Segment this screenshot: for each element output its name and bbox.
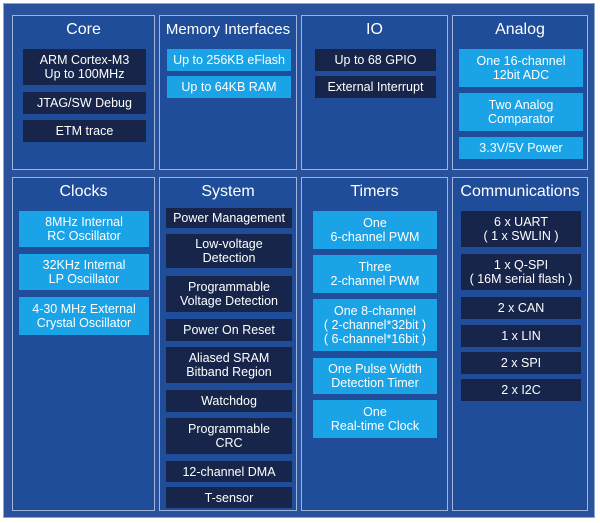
clocks-item-rc: 8MHz Internal RC Oscillator (19, 211, 149, 247)
clocks-panel: Clocks 8MHz Internal RC Oscillator 32KHz… (12, 177, 155, 511)
timers-item-6ch-pwm: One 6-channel PWM (313, 211, 437, 249)
memory-item-ram: Up to 64KB RAM (167, 76, 291, 98)
timers-item-pulse-width: One Pulse Width Detection Timer (313, 358, 437, 394)
memory-title: Memory Interfaces (165, 21, 291, 38)
analog-title: Analog (495, 21, 545, 38)
comms-item-spi: 2 x SPI (461, 352, 581, 374)
io-item-gpio: Up to 68 GPIO (315, 49, 436, 71)
io-title: IO (366, 21, 383, 38)
system-title: System (201, 183, 255, 200)
system-item-crc: Programmable CRC (166, 418, 292, 454)
analog-item-comparator: Two Analog Comparator (459, 93, 583, 131)
block-diagram: Core ARM Cortex-M3 Up to 100MHz JTAG/SW … (3, 3, 595, 518)
timers-item-rtc: One Real-time Clock (313, 400, 437, 438)
core-title: Core (66, 21, 101, 38)
clocks-title: Clocks (59, 183, 108, 200)
timers-item-2ch-pwm: Three 2-channel PWM (313, 255, 437, 293)
comms-item-uart: 6 x UART ( 1 x SWLIN ) (461, 211, 581, 247)
core-panel: Core ARM Cortex-M3 Up to 100MHz JTAG/SW … (12, 15, 155, 170)
system-panel: System Power Management Low-voltage Dete… (159, 177, 297, 511)
system-item-pvd: Programmable Voltage Detection (166, 276, 292, 312)
communications-title: Communications (460, 183, 580, 200)
comms-item-lin: 1 x LIN (461, 325, 581, 347)
core-item-etm: ETM trace (23, 120, 146, 142)
timers-title: Timers (350, 183, 399, 200)
timers-panel: Timers One 6-channel PWM Three 2-channel… (301, 177, 448, 511)
analog-panel: Analog One 16-channel 12bit ADC Two Anal… (452, 15, 588, 170)
io-panel: IO Up to 68 GPIO External Interrupt (301, 15, 448, 170)
system-item-lvd: Low-voltage Detection (166, 234, 292, 268)
analog-item-power: 3.3V/5V Power (459, 137, 583, 159)
system-item-por: Power On Reset (166, 319, 292, 341)
system-item-dma: 12-channel DMA (166, 461, 292, 482)
analog-item-adc: One 16-channel 12bit ADC (459, 49, 583, 87)
memory-panel: Memory Interfaces Up to 256KB eFlash Up … (159, 15, 297, 170)
core-item-debug: JTAG/SW Debug (23, 92, 146, 114)
system-item-watchdog: Watchdog (166, 390, 292, 412)
comms-item-can: 2 x CAN (461, 297, 581, 319)
clocks-item-crystal: 4-30 MHz External Crystal Oscillator (19, 297, 149, 335)
io-item-interrupt: External Interrupt (315, 76, 436, 98)
system-item-bitband: Aliased SRAM Bitband Region (166, 347, 292, 383)
system-item-power-mgmt: Power Management (166, 208, 292, 228)
communications-panel: Communications 6 x UART ( 1 x SWLIN ) 1 … (452, 177, 588, 511)
core-item-cpu: ARM Cortex-M3 Up to 100MHz (23, 49, 146, 85)
memory-item-flash: Up to 256KB eFlash (167, 49, 291, 71)
timers-item-8ch: One 8-channel ( 2-channel*32bit ) ( 6-ch… (313, 299, 437, 351)
comms-item-i2c: 2 x I2C (461, 379, 581, 401)
system-item-tsensor: T-sensor (166, 487, 292, 508)
clocks-item-lp: 32KHz Internal LP Oscillator (19, 254, 149, 290)
comms-item-qspi: 1 x Q-SPI ( 16M serial flash ) (461, 254, 581, 290)
